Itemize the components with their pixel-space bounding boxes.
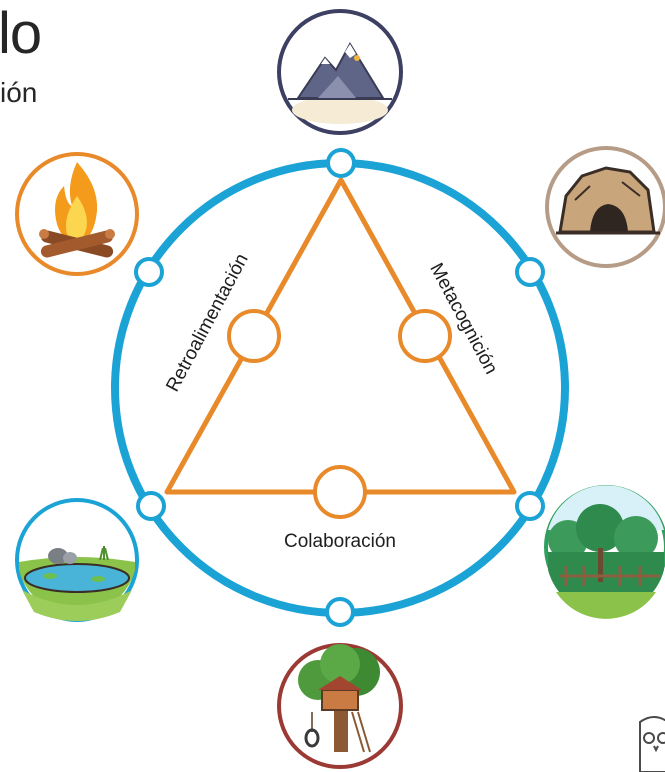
circle-node-top[interactable] bbox=[326, 148, 356, 178]
treehouse-icon bbox=[277, 643, 403, 769]
page-subtitle: ión bbox=[0, 77, 38, 108]
mountain-icon bbox=[277, 9, 403, 135]
circle-node-bottom[interactable] bbox=[325, 597, 355, 627]
triangle-nodes bbox=[227, 309, 452, 519]
campfire-icon bbox=[15, 152, 139, 276]
circle-node-upper-right[interactable] bbox=[515, 257, 545, 287]
circle-node-upper-left[interactable] bbox=[134, 257, 164, 287]
pond-icon bbox=[15, 498, 139, 622]
circle-nodes bbox=[134, 148, 545, 627]
circle-node-lower-left[interactable] bbox=[136, 491, 166, 521]
owl-logo-icon bbox=[639, 716, 665, 772]
triangle-node-left[interactable] bbox=[227, 309, 281, 363]
triangle-node-right[interactable] bbox=[398, 309, 452, 363]
cave-icon bbox=[545, 146, 665, 268]
page-title: lo bbox=[0, 1, 42, 66]
label-colaboracion: Colaboración bbox=[284, 531, 396, 552]
triangle-node-bottom[interactable] bbox=[313, 465, 367, 519]
forest-icon bbox=[544, 485, 665, 619]
circle-node-lower-right[interactable] bbox=[515, 491, 545, 521]
